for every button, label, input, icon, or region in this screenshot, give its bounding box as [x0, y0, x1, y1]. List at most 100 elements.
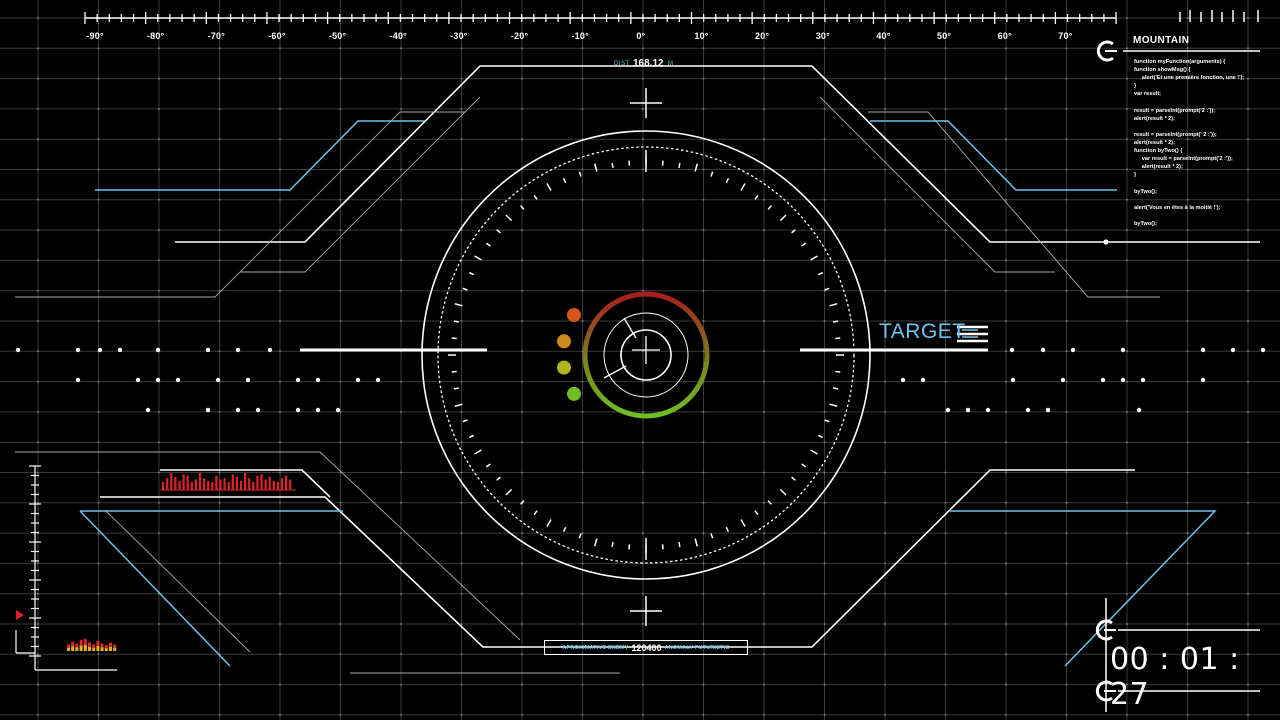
upper-bracket-frame — [175, 65, 1260, 243]
red-level-bar — [178, 480, 181, 490]
c-shape-icon — [1096, 40, 1117, 62]
mini-level-bar — [96, 640, 100, 651]
lower-blue-lines — [79, 510, 1217, 667]
upper-blue-lines — [95, 120, 1117, 191]
indicator-dot — [567, 386, 581, 401]
mini-level-bar — [79, 639, 83, 651]
sight-dot-rows — [15, 347, 1266, 413]
indicator-dot — [557, 334, 571, 349]
degree-label: -70° — [207, 31, 226, 41]
red-level-bar — [223, 478, 226, 490]
mini-level-bar — [71, 641, 75, 651]
degree-label: 30° — [815, 31, 830, 41]
frame-end-dot — [1103, 239, 1109, 245]
red-level-bar — [268, 476, 271, 490]
target-label: TARGET — [879, 320, 966, 343]
degree-label: -40° — [389, 31, 407, 41]
grid-intersection-dots — [37, 17, 1249, 716]
red-level-bar — [219, 479, 222, 490]
degree-label: -50° — [328, 31, 347, 41]
red-level-bar — [190, 482, 193, 490]
enemy-label-right: ANOMALY FUTURISTIC — [664, 644, 730, 651]
mini-level-bar — [113, 644, 117, 651]
degree-label: -20° — [510, 31, 529, 41]
red-level-bar — [186, 475, 189, 490]
enemy-label-left: APROXIMATIVE ENEMY — [562, 644, 629, 651]
red-level-bar — [227, 482, 230, 490]
red-level-bar — [264, 479, 267, 490]
mini-level-bar — [100, 643, 104, 651]
degree-label: 40° — [876, 31, 891, 41]
reticle-center-cross — [603, 317, 660, 379]
mini-level-bar — [92, 644, 96, 651]
indicator-dots — [557, 308, 581, 401]
red-level-bar — [244, 473, 247, 490]
reticle-tick-ring — [448, 150, 844, 560]
red-level-bar — [170, 473, 173, 490]
mini-level-bars — [67, 639, 117, 651]
red-level-bars — [160, 473, 296, 491]
red-level-bar — [248, 478, 251, 490]
red-level-bar — [276, 482, 279, 490]
scale-marker-icon — [16, 610, 24, 620]
mini-level-bar — [75, 643, 79, 651]
lower-bracket-frame — [100, 469, 1135, 648]
top-right-bars — [1179, 10, 1259, 22]
code-block: function myFunction(arguments) { functio… — [1134, 59, 1245, 227]
crosshair-icon — [630, 88, 662, 118]
mountain-title: MOUNTAIN — [1133, 35, 1190, 46]
red-level-bar — [162, 482, 165, 490]
distance-unit: M — [668, 61, 673, 67]
crosshair-icon — [630, 596, 662, 626]
red-level-bar — [215, 475, 218, 490]
degree-label: 20° — [755, 31, 770, 41]
degree-label: 10° — [694, 31, 709, 41]
red-level-bar — [203, 478, 206, 490]
degree-label: -30° — [450, 31, 468, 41]
red-level-bar — [280, 478, 284, 490]
degree-label: 50° — [936, 31, 952, 41]
red-level-bar — [272, 480, 275, 490]
indicator-dot — [557, 360, 571, 375]
red-level-bar — [239, 480, 243, 490]
red-level-bar — [289, 479, 292, 490]
red-level-bar — [194, 479, 197, 490]
degree-label: -10° — [571, 31, 589, 41]
red-level-bar — [260, 474, 263, 490]
red-level-bar — [207, 480, 210, 490]
red-level-bar — [166, 478, 169, 490]
mini-level-bar — [67, 644, 70, 651]
distance-label: DIST — [614, 61, 630, 67]
mini-level-bar — [104, 645, 108, 651]
degree-label: -80° — [146, 31, 165, 41]
red-level-bar — [256, 475, 259, 490]
degree-label: -90° — [86, 31, 104, 41]
degree-label: 70° — [1058, 31, 1073, 41]
degree-label: 0° — [636, 31, 646, 41]
distance-value: 168.12 — [633, 58, 664, 69]
red-level-bar — [231, 474, 234, 490]
main-reticle — [421, 130, 871, 580]
menu-lines-icon — [957, 325, 988, 343]
red-level-bar — [174, 476, 177, 490]
timer-frame-lines — [1105, 598, 1260, 712]
red-level-bar — [235, 476, 238, 490]
mini-level-bar — [88, 642, 91, 651]
upper-thin-lines — [15, 96, 1160, 298]
degree-label: -60° — [268, 31, 286, 41]
lower-thin-lines — [15, 451, 620, 674]
degree-label: 60° — [997, 31, 1012, 41]
mini-level-bar — [109, 642, 112, 651]
red-level-bar — [182, 474, 185, 490]
mini-level-bar — [83, 639, 87, 651]
red-level-bar — [211, 482, 214, 490]
threat-gradient-arc — [582, 291, 710, 419]
red-level-bar — [252, 482, 255, 490]
enemy-readout-box: APROXIMATIVE ENEMY 120400 ANOMALY FUTURI… — [544, 640, 748, 655]
degree-ruler-ticks — [84, 12, 1117, 24]
timer-value: 00 : 01 : 27 — [1110, 642, 1240, 712]
red-level-bar — [198, 473, 202, 490]
enemy-value: 120400 — [631, 642, 662, 653]
